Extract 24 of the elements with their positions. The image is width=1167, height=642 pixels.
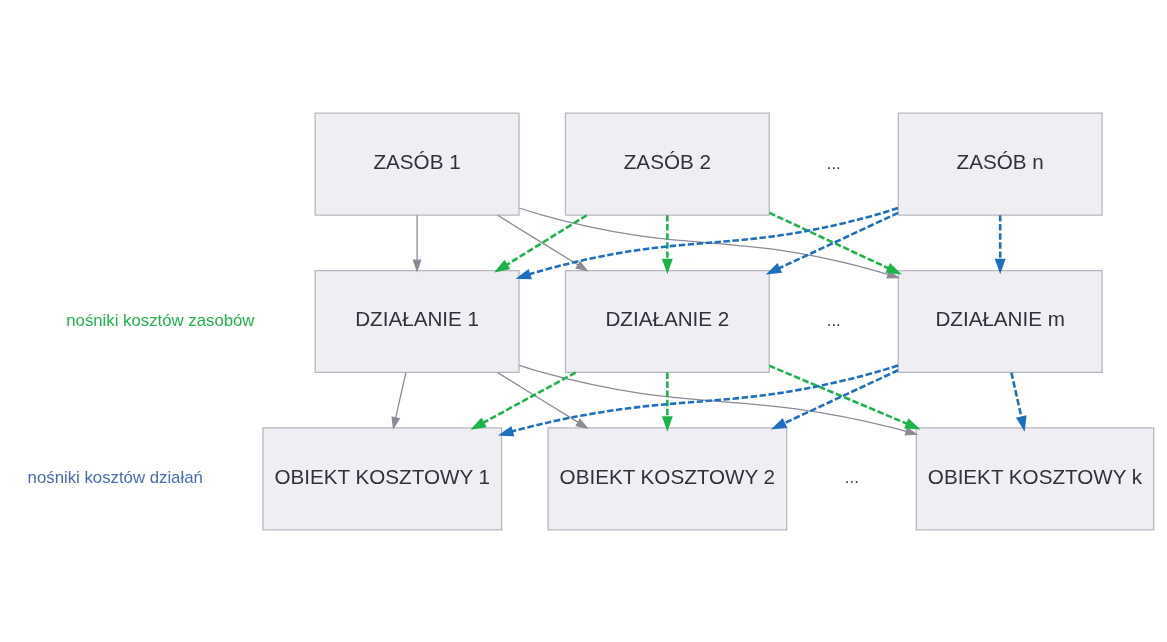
arrow (1010, 371, 1027, 432)
arrow (661, 214, 673, 274)
arrow (412, 214, 422, 272)
label: ... (826, 153, 841, 172)
label: nośniki kosztów działań (27, 467, 203, 487)
node-box: DZIAŁANIE 2 (564, 269, 770, 373)
label: ... (826, 310, 841, 330)
label: nośniki kosztów zasobów (66, 310, 255, 330)
arrow (994, 214, 1006, 274)
node-box: OBIEKT KOSZTOWY 1 (262, 426, 503, 530)
arrow (661, 372, 673, 432)
label: ... (844, 467, 859, 487)
node-box: DZIAŁANIE 1 (314, 269, 520, 373)
arrow (391, 371, 407, 430)
arrow (768, 364, 921, 429)
node-box: ZASÓB 2 (564, 112, 770, 216)
arrow (497, 371, 589, 429)
node-box: DZIAŁANIE m (897, 269, 1103, 373)
arrow (770, 368, 899, 429)
arrow (470, 371, 577, 430)
node-box: OBIEKT KOSZTOWY k (915, 426, 1155, 530)
node-box: ZASÓB 1 (314, 112, 520, 216)
node-box: OBIEKT KOSZTOWY 2 (547, 426, 788, 530)
node-box: ZASÓB n (897, 112, 1103, 216)
